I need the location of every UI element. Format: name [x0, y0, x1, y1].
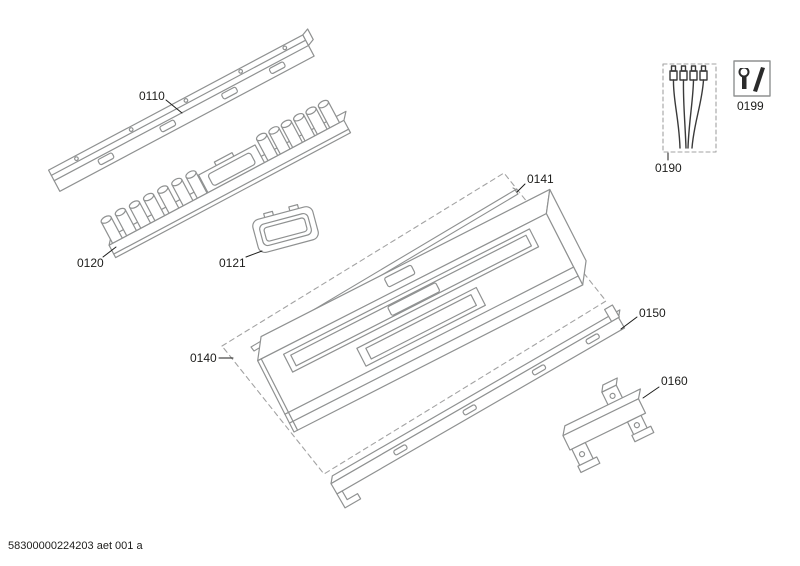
part-0199-service-box — [733, 60, 771, 97]
panel-display-window — [387, 282, 440, 316]
part-label-0150: 0150 — [639, 306, 666, 320]
harness-wires — [669, 65, 708, 149]
bracket-rail — [562, 398, 647, 451]
harness-boundary-dashed — [662, 63, 717, 153]
panel-handle-pocket — [356, 286, 486, 367]
part-0121-frame — [252, 204, 319, 254]
leader-0150 — [620, 316, 638, 330]
part-0190-cable-harness — [662, 63, 717, 153]
part-0150-strip — [330, 304, 626, 509]
leader-0160 — [642, 386, 660, 399]
leader-0110 — [165, 99, 183, 114]
part-0110-rail — [47, 28, 315, 192]
part-label-0110: 0110 — [139, 89, 165, 103]
leader-0141 — [516, 183, 526, 193]
wrench-icon — [738, 63, 750, 89]
part-label-0121: 0121 — [219, 256, 246, 270]
part-label-0160: 0160 — [661, 374, 688, 388]
part-label-0141: 0141 — [527, 172, 554, 186]
panel-front-face — [257, 213, 584, 433]
leader-lines — [102, 99, 669, 399]
part-label-0140: 0140 — [190, 351, 217, 365]
doc-code: 58300000224203 aet 001 a — [8, 540, 143, 552]
strip-module — [197, 144, 266, 194]
part-label-0120: 0120 — [77, 256, 104, 270]
part-label-0190: 0190 — [655, 161, 682, 175]
strip-base-front — [108, 119, 352, 259]
rail-end-tab — [302, 28, 314, 47]
leader-0121 — [245, 250, 263, 258]
part-0120-button-strip — [100, 99, 352, 259]
screwdriver-icon — [753, 67, 765, 92]
strip-end-hook — [336, 490, 362, 509]
assembly-boundary-dashed — [221, 172, 607, 475]
part-0160-bracket — [562, 377, 655, 474]
part-0140-control-panel — [257, 188, 587, 433]
part-label-0199: 0199 — [737, 99, 764, 113]
panel-display-band — [282, 228, 540, 373]
leader-0120 — [102, 246, 117, 258]
panel-latch-slot — [384, 264, 416, 288]
